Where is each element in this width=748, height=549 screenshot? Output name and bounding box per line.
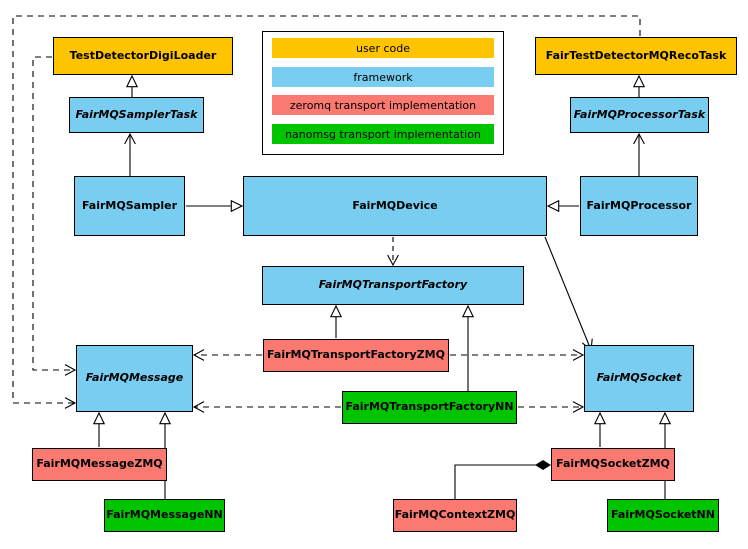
legend-label-zeromq: zeromq transport implementation <box>289 98 477 112</box>
class-node-testdetectordigiloader[interactable]: TestDetectorDigiLoader <box>53 37 233 75</box>
class-node-fairmqtransportfactorynn[interactable]: FairMQTransportFactoryNN <box>342 391 517 424</box>
class-label: FairMQTransportFactoryZMQ <box>267 348 445 362</box>
class-label: TestDetectorDigiLoader <box>69 48 217 62</box>
class-node-fairtestdetectormqrecotask[interactable]: FairTestDetectorMQRecoTask <box>535 37 737 75</box>
legend-label-nanomsg: nanomsg transport implementation <box>285 127 481 141</box>
legend-item-nanomsg: nanomsg transport implementation <box>272 124 494 144</box>
class-label: FairMQMessageZMQ <box>36 457 163 471</box>
class-node-fairmqmessagezmq[interactable]: FairMQMessageZMQ <box>32 448 167 481</box>
class-node-fairmqsampler[interactable]: FairMQSampler <box>74 176 185 236</box>
legend-item-framework: framework <box>272 67 494 87</box>
edge-device-to-socket <box>544 236 593 352</box>
class-node-fairmqsocketnn[interactable]: FairMQSocketNN <box>607 499 719 532</box>
legend-item-user-code: user code <box>272 38 494 58</box>
class-node-fairmqprocessor[interactable]: FairMQProcessor <box>580 176 698 236</box>
class-label: FairMQTransportFactoryNN <box>345 400 514 414</box>
class-label: FairMQProcessor <box>586 198 692 212</box>
class-label: FairMQTransportFactory <box>318 278 468 292</box>
class-label: FairTestDetectorMQRecoTask <box>545 48 727 62</box>
class-node-fairmqmessagenn[interactable]: FairMQMessageNN <box>104 499 225 532</box>
class-label: FairMQContextZMQ <box>394 508 516 522</box>
class-label: FairMQSocketNN <box>611 508 715 522</box>
class-node-fairmqmessage[interactable]: FairMQMessage <box>76 345 193 412</box>
class-label: FairMQSamplerTask <box>75 107 198 121</box>
class-node-fairmqsocketzmq[interactable]: FairMQSocketZMQ <box>551 448 675 481</box>
class-label: FairMQSocket <box>596 371 682 385</box>
class-label: FairMQMessage <box>85 371 184 385</box>
edge-contextzmq-to-socketzmq <box>454 460 551 499</box>
class-node-fairmqprocessortask[interactable]: FairMQProcessorTask <box>570 97 709 133</box>
class-label: FairMQSocketZMQ <box>556 457 670 471</box>
class-node-fairmqcontextzmq[interactable]: FairMQContextZMQ <box>393 499 517 532</box>
class-label: FairMQProcessorTask <box>573 107 706 121</box>
class-node-fairmqsamplertask[interactable]: FairMQSamplerTask <box>69 97 204 133</box>
class-label: FairMQSampler <box>81 198 178 212</box>
legend-label-framework: framework <box>353 70 413 84</box>
class-label: FairMQDevice <box>352 198 438 212</box>
legend-item-zeromq: zeromq transport implementation <box>272 95 494 115</box>
legend-label-user-code: user code <box>355 41 411 55</box>
class-node-fairmqtransportfactoryzmq[interactable]: FairMQTransportFactoryZMQ <box>263 339 449 372</box>
class-node-fairmqtransportfactory[interactable]: FairMQTransportFactory <box>262 266 524 305</box>
class-label: FairMQMessageNN <box>106 508 223 522</box>
class-node-fairmqsocket[interactable]: FairMQSocket <box>584 345 694 412</box>
class-node-fairmqdevice[interactable]: FairMQDevice <box>243 176 547 236</box>
